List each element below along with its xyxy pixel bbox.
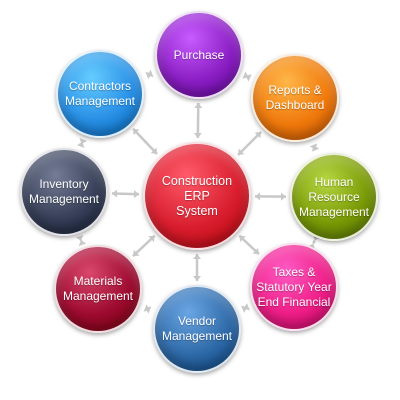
node-taxes-statutory: Taxes & Statutory Year End Financial [250,243,338,331]
node-human-resource: Human Resource Management [290,153,378,241]
spoke-arrow-vendor-management [193,254,201,281]
node-materials-label: Materials Management [62,274,134,303]
node-materials-management: Materials Management [54,245,142,333]
spoke-arrow-reports-dashboard [237,131,262,156]
ring-arrow-contractors-management-to-purchase [145,69,154,80]
ring-arrow-vendor-management-to-materials-management [143,304,152,314]
node-reports-dashboard: Reports & Dashboard [251,54,339,142]
node-taxes-label: Taxes & Statutory Year End Financial [256,264,332,309]
node-reports-label: Reports & Dashboard [265,83,325,112]
ring-arrow-reports-dashboard-to-human-resource [309,143,320,152]
spoke-arrow-taxes-statutory [238,234,260,256]
node-purchase: Purchase [155,11,243,99]
ring-arrow-inventory-management-to-contractors-management [76,138,88,148]
center-node-label: Construction ERP System [161,173,233,218]
node-vendor-label: Vendor Management [161,314,233,343]
spoke-arrow-materials-management [132,234,156,258]
node-inventory-label: Inventory Management [28,177,100,206]
node-contractors-management: Contractors Management [56,50,144,138]
node-purchase-label: Purchase [173,47,225,62]
node-hr-label: Human Resource Management [298,174,370,219]
ring-arrow-purchase-to-reports-dashboard [242,71,252,82]
node-contractors-label: Contractors Management [64,79,136,108]
node-inventory-management: Inventory Management [20,148,108,236]
center-node-construction-erp: Construction ERP System [143,142,251,250]
spoke-arrow-contractors-management [132,127,158,155]
ring-arrow-materials-management-to-inventory-management [75,234,87,247]
spoke-arrow-human-resource [254,192,287,201]
spoke-arrow-purchase [193,102,203,139]
ring-arrow-taxes-statutory-to-vendor-management [241,303,250,313]
spoke-arrow-inventory-management [111,189,140,199]
node-vendor-management: Vendor Management [153,285,241,373]
